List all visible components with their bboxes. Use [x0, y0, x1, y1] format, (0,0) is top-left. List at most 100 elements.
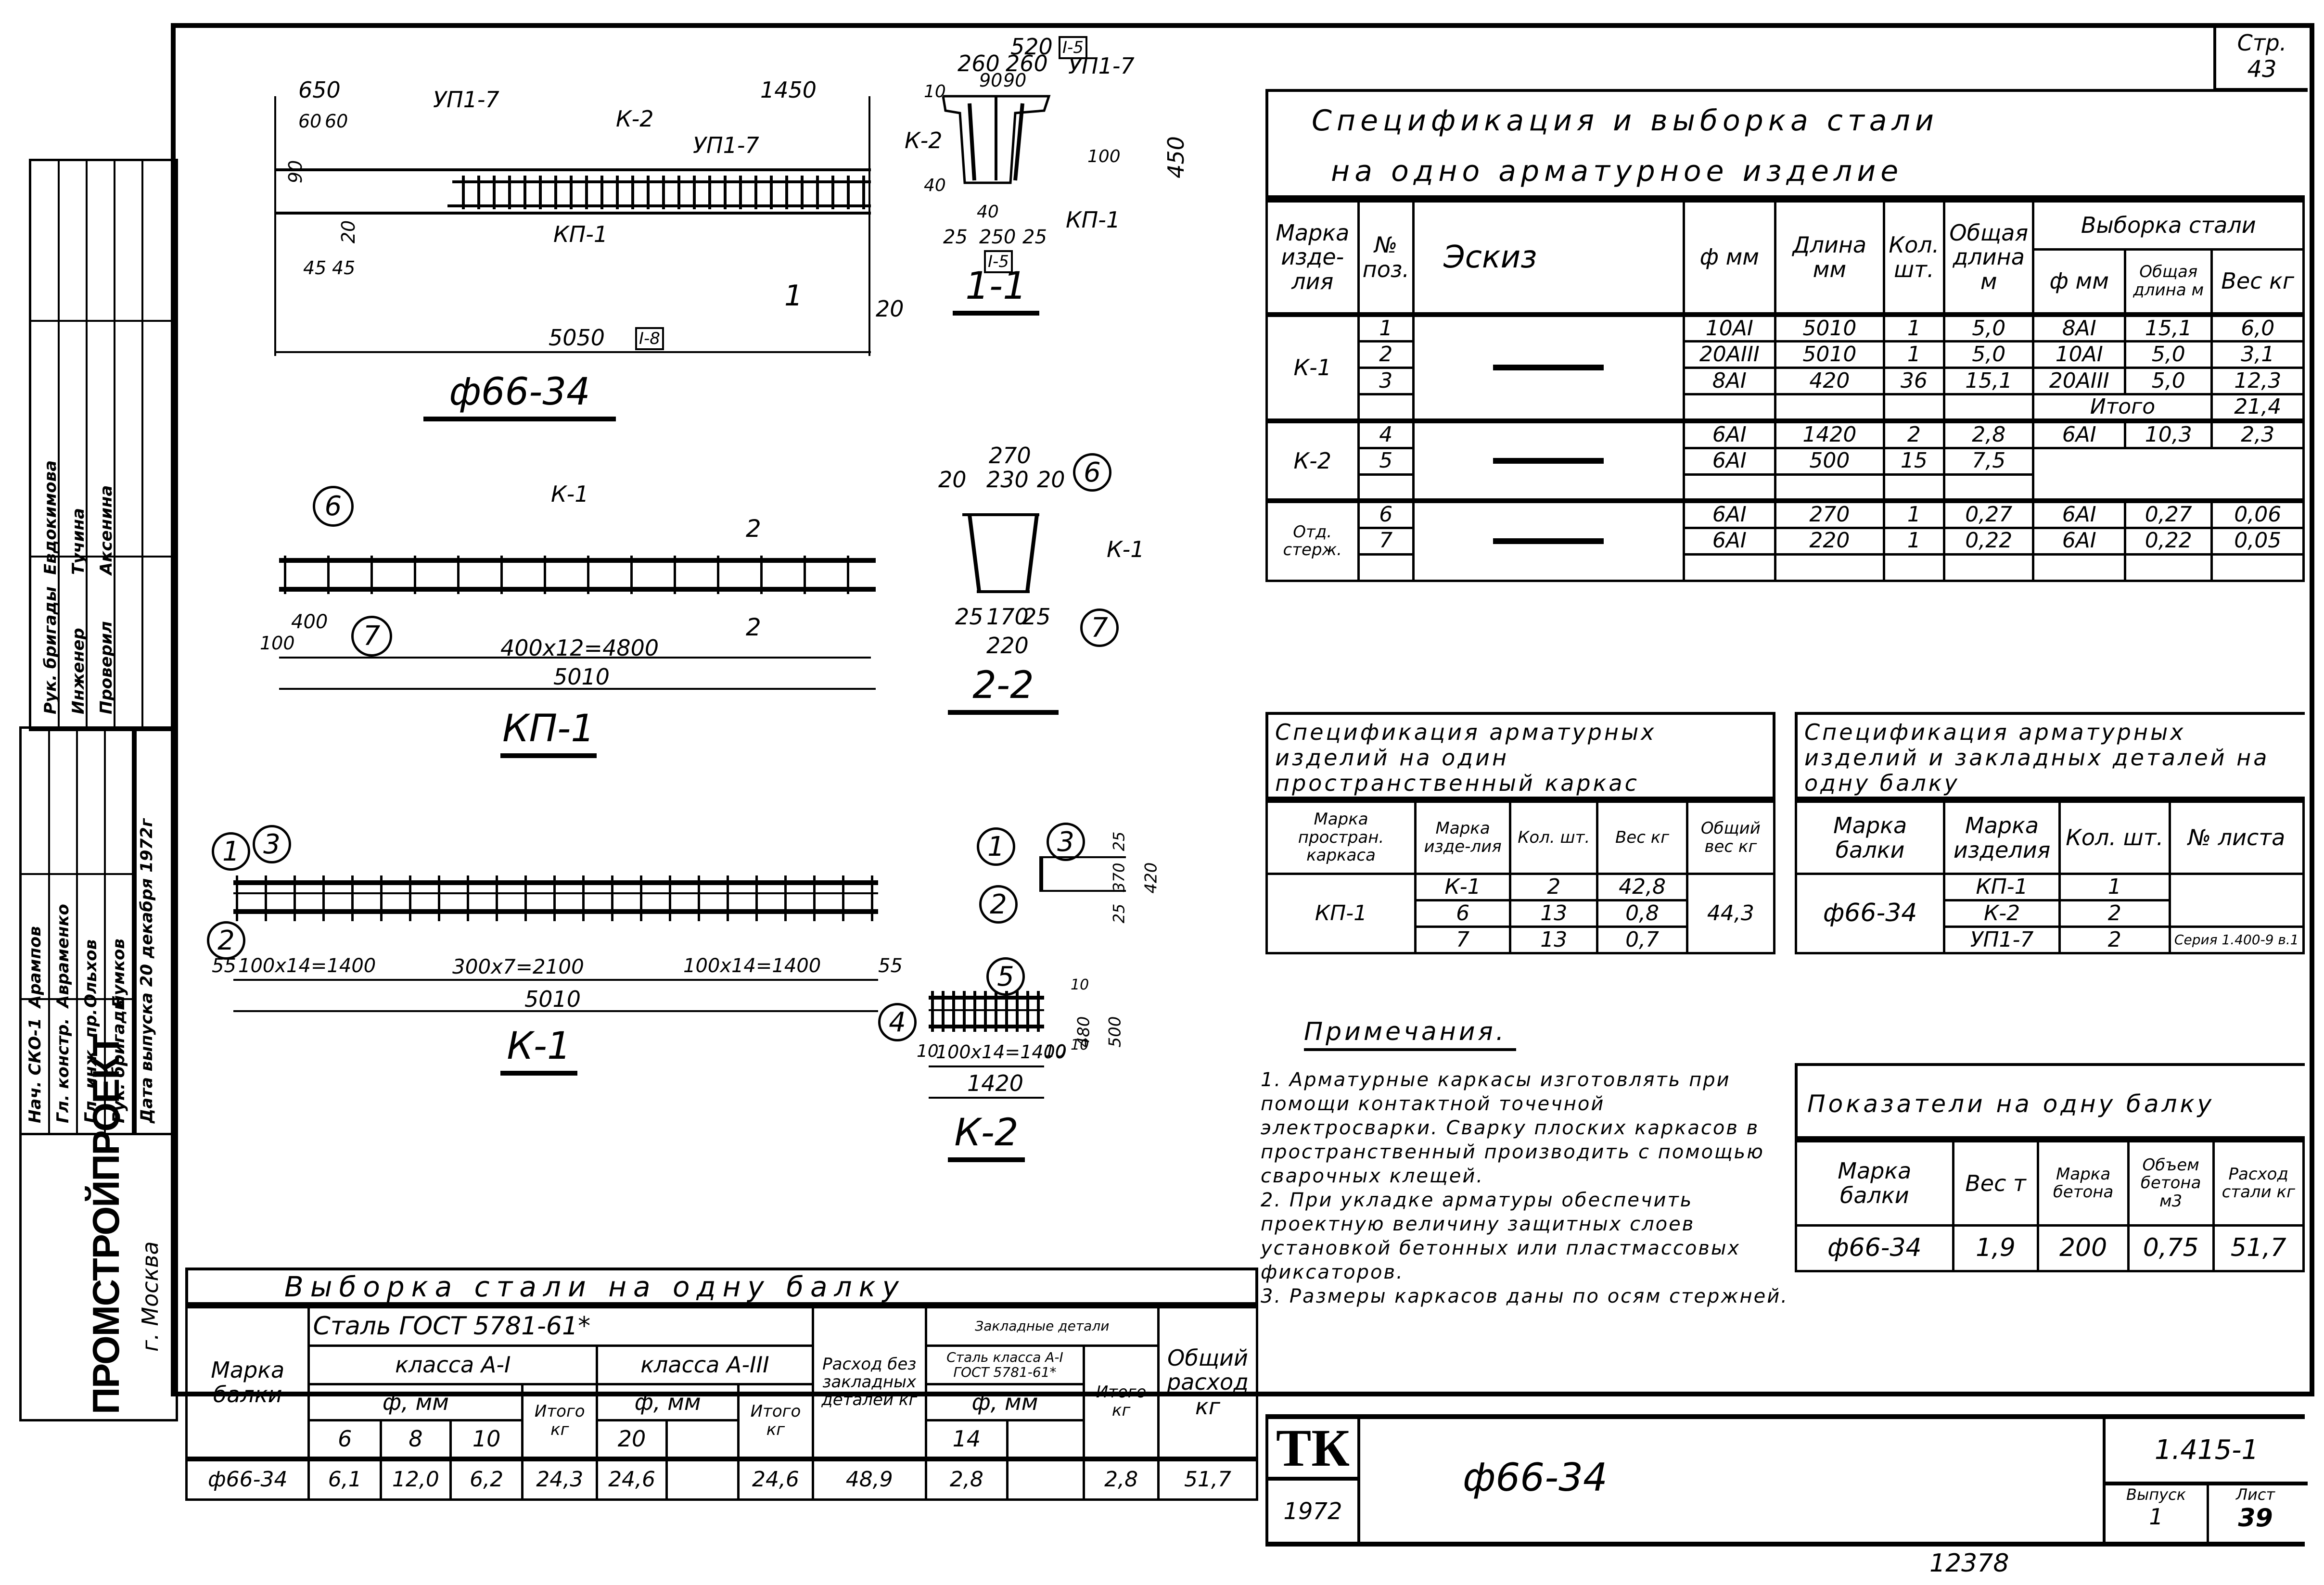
dim-label: 450	[1162, 136, 1189, 178]
cell-no-embedded: 48,9	[811, 1458, 927, 1501]
table-row: УП1-7 2 Серия 1.400-9 в.1	[1796, 926, 2305, 954]
drawing-name: ф66-34	[1463, 1455, 1608, 1500]
table-row: Отд. стерж. 6 6AI 270 1 0,27 6AI 0,27 0,…	[1265, 499, 2305, 582]
dim-label: 55	[878, 955, 903, 977]
trapezoid-section	[962, 513, 1039, 593]
cell-total: 0,27	[1942, 499, 2035, 529]
table-row: КП-1 К-1 2 42,8 44,3	[1265, 873, 1776, 954]
stamp-role: Проверил	[97, 621, 116, 714]
year: 1972	[1283, 1497, 1342, 1525]
side-stamp: Рук. бригады Евдокимова Инженер Тучина П…	[19, 159, 178, 1539]
cell-a1: 12,0	[380, 1458, 452, 1501]
beam-items-table: Марка балки Марка изделия Кол. шт. № лис…	[1794, 800, 2305, 954]
cell-qty: 2	[2058, 899, 2171, 928]
spec-table-block: Спецификация и выборка стали на одно арм…	[1265, 89, 2305, 582]
cell-sel-len: 10,3	[2123, 419, 2213, 449]
cell-length: 270	[1774, 499, 1885, 529]
page-label: Стр.	[2237, 30, 2287, 56]
dim-label: 25	[955, 604, 983, 630]
dim-label: 90	[1003, 70, 1027, 91]
cell-a1: 6,1	[307, 1458, 383, 1501]
steel-selection-table-block: Выборка стали на одну балку Марка балки …	[185, 1268, 1258, 1501]
table-row: 2 20AIII 5010 1 5,0 10AI 5,0 3,1	[1267, 340, 2305, 369]
stamp-name: Бумков	[109, 938, 128, 1008]
dim-label: 25	[1110, 903, 1128, 924]
table-row: 3 8AI 420 36 15,1 20AIII 5,0 12,3	[1267, 366, 2305, 395]
position-marker: 1	[212, 832, 250, 871]
cell-dia: 10AI	[1682, 313, 1777, 342]
frame-mark: КП-1	[1265, 873, 1417, 954]
dia-value	[665, 1419, 740, 1461]
drawing-kp1: 6 7 К-1 2 2 400 100 400x12=4800 5010 КП-…	[260, 476, 885, 813]
cell-weight: 1,9	[1952, 1224, 2040, 1272]
cell-concrete-volume: 0,75	[2127, 1224, 2215, 1272]
stamp-name: Арампов	[26, 926, 45, 1008]
cell-concrete-grade: 200	[2037, 1224, 2130, 1272]
dim-label: 10	[1071, 976, 1089, 993]
callout-label: КП-1	[553, 221, 608, 247]
callout-label: УП1-7	[693, 132, 759, 158]
cell-sel-len: 5,0	[2123, 366, 2213, 395]
drawing-section-2-2: 270 20 230 20 6 К-1 25 170 25 7 220 2-2	[914, 443, 1203, 808]
table-row: 7 6AI 220 1 0,22 6AI 0,22 0,05	[1267, 526, 2305, 556]
stamp-role: Рук. бригады	[41, 586, 60, 714]
drawing-title: ф66-34	[423, 370, 616, 421]
dia-value: 14	[924, 1419, 1009, 1461]
cell-a1: 6,2	[449, 1458, 524, 1501]
dim-label: 10	[1044, 1041, 1066, 1061]
bar-sketch-icon	[1493, 538, 1604, 545]
cell-empty	[1774, 393, 1885, 424]
dim-label: 230	[986, 467, 1029, 493]
dia-value: 20	[596, 1419, 668, 1461]
cell-empty	[1682, 553, 1777, 582]
dim-label: 270	[989, 443, 1031, 469]
dim-label: 300x7=2100	[452, 955, 584, 978]
cell-empty	[1357, 473, 1415, 504]
issue-cell: Выпуск 1	[2103, 1485, 2209, 1542]
year-cell: 1972	[1265, 1481, 1360, 1542]
cell-qty: 13	[1509, 926, 1599, 954]
section-mark: 1	[784, 279, 803, 313]
header-dia-a3: ф, мм	[596, 1383, 740, 1421]
stamp-name: Тучина	[69, 508, 88, 575]
cell-dia: 6AI	[1682, 419, 1777, 449]
callout-label: К-1	[551, 481, 589, 507]
cell-length: 420	[1774, 366, 1885, 395]
table-row: К-2 4 6AI 1420 2 2,8 6AI 10,3 2,3	[1265, 419, 2305, 504]
dim-label: 100	[1087, 147, 1121, 166]
header-diameter: ф мм	[1682, 200, 1777, 317]
header-selection: Выборка стали	[2032, 200, 2305, 251]
cell-empty	[2210, 553, 2305, 582]
note-item: 1. Арматурные каркасы изготовлять при по…	[1261, 1069, 1764, 1187]
header-sheet-no: № листа	[2168, 800, 2305, 875]
cell-length: 220	[1774, 526, 1885, 556]
callout-label: УП1-7	[433, 87, 499, 113]
cell-qty: 1	[1882, 313, 1946, 342]
notes-title: Примечания.	[1304, 1017, 1517, 1051]
cell-sel-len: 15,1	[2123, 313, 2213, 342]
table-row: ф66-34 6,1 12,0 6,2 24,3 24,6 24,6 48,9 …	[185, 1458, 1258, 1501]
drawing-main-beam: 650 60 60 90 45 45 20 1450 5050 I-8 20 У…	[269, 67, 904, 423]
dim-label: 170	[986, 604, 1029, 630]
stamp-organization: ПРОМСТРОЙПРОЕКТ г. Москва	[19, 1035, 178, 1421]
cell-weight: 42,8	[1596, 873, 1688, 901]
dim-label: 100	[260, 633, 295, 654]
header-a1-total: Итого кг	[521, 1383, 599, 1461]
drawing-k2: 5 4 10 100x14=1400 10 1420 10 480 10 500…	[871, 957, 1256, 1255]
table-row	[1267, 473, 2304, 504]
document-number: 12378	[1929, 1549, 2009, 1578]
header-beam-mark: Марка балки	[1795, 1140, 1954, 1227]
issue-value: 1	[2149, 1504, 2163, 1530]
indicators-table-block: Показатели на одну балку Марка балки Вес…	[1795, 1063, 2305, 1272]
note-item: 3. Размеры каркасов даны по осям стержне…	[1261, 1285, 1788, 1307]
page-number: 43	[2247, 56, 2277, 83]
dim-label: 25	[943, 226, 968, 248]
cell-sel-len: 0,27	[2123, 499, 2213, 529]
dim-label: 260	[1006, 51, 1048, 76]
spec-title-line1: Спецификация и выборка стали	[1312, 104, 1939, 138]
cell-sel-wt: 3,1	[2210, 340, 2305, 369]
drawing-title: К-2	[948, 1111, 1025, 1162]
dim-label: 1450	[760, 77, 817, 103]
cell-qty: 2	[1882, 419, 1946, 449]
drawing-k1: 1 2 3 55 100x14=1400 300x7=2100 100x14=1…	[202, 813, 903, 1102]
